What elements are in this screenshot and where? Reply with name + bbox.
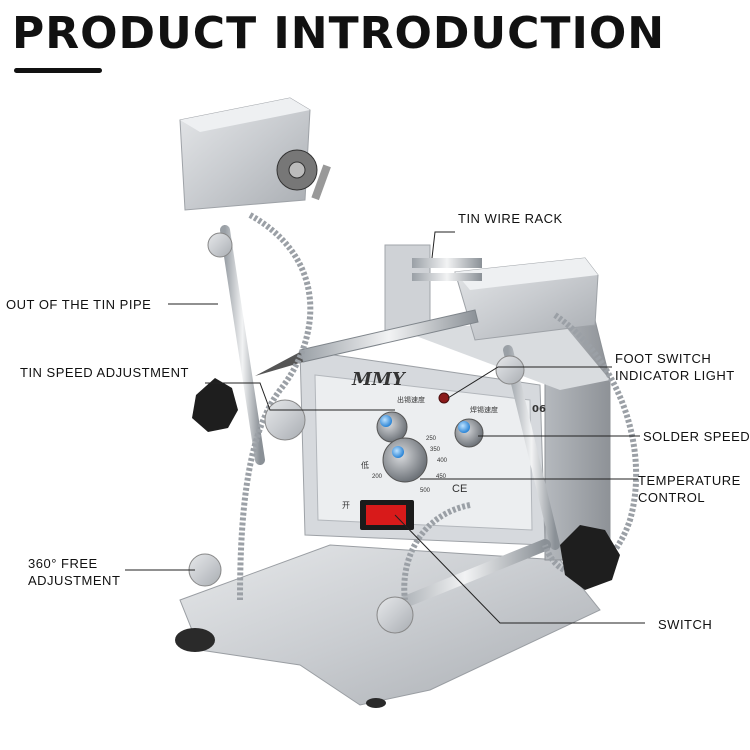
leader-switch (394, 514, 645, 624)
power-switch (366, 505, 406, 525)
label-free-adjust-line1: 360° FREE (28, 556, 98, 571)
title-underline (14, 68, 102, 73)
leader-tin-speed (205, 382, 395, 411)
switch-on-mark: 开 (342, 501, 350, 510)
temp-tick-250: 250 (426, 436, 437, 442)
leader-foot-switch (447, 366, 612, 399)
tin-speed-wheel (264, 399, 306, 441)
ce-mark: CE (452, 483, 467, 495)
speed-knob-left (376, 411, 408, 443)
label-temperature-line2: CONTROL (638, 490, 706, 505)
dial-label-2: 焊锡速度 (470, 405, 498, 414)
leader-tin-wire-rack (431, 231, 455, 259)
temp-tick-450: 450 (436, 474, 447, 480)
joint-right-top (495, 355, 525, 385)
joint-left-top (207, 232, 233, 258)
temp-tick-350: 350 (430, 447, 441, 453)
label-tin-speed-adjustment: TIN SPEED ADJUSTMENT (20, 365, 189, 380)
label-solder-speed: SOLDER SPEED (643, 429, 750, 444)
model-suffix: 06 (532, 404, 546, 415)
label-foot-switch-line2: INDICATOR LIGHT (615, 368, 735, 383)
label-free-adjust-line2: ADJUSTMENT (28, 573, 121, 588)
knob-right (560, 525, 620, 590)
temp-tick-400: 400 (437, 458, 448, 464)
knob-left (192, 378, 238, 432)
label-foot-switch-line1: FOOT SWITCH (615, 351, 712, 366)
label-temperature-line1: TEMPERATURE (638, 473, 741, 488)
label-switch: SWITCH (658, 617, 713, 632)
flex-hose-left (237, 212, 314, 601)
temperature-knob (382, 437, 428, 483)
speed-knob-right (454, 418, 484, 448)
dial-label-1: 出锡速度 (397, 395, 425, 404)
joint-right-bottom (376, 596, 414, 634)
label-out-of-tin-pipe: OUT OF THE TIN PIPE (6, 297, 152, 312)
brand-mark: MMY (351, 369, 407, 390)
label-tin-wire-rack: TIN WIRE RACK (458, 211, 563, 226)
temp-tick-200: 200 (372, 474, 383, 480)
page-title: PRODUCT INTRODUCTION (12, 8, 666, 59)
low-mark: 低 (361, 460, 369, 470)
indicator-light (438, 392, 450, 404)
temp-tick-500: 500 (420, 488, 431, 494)
